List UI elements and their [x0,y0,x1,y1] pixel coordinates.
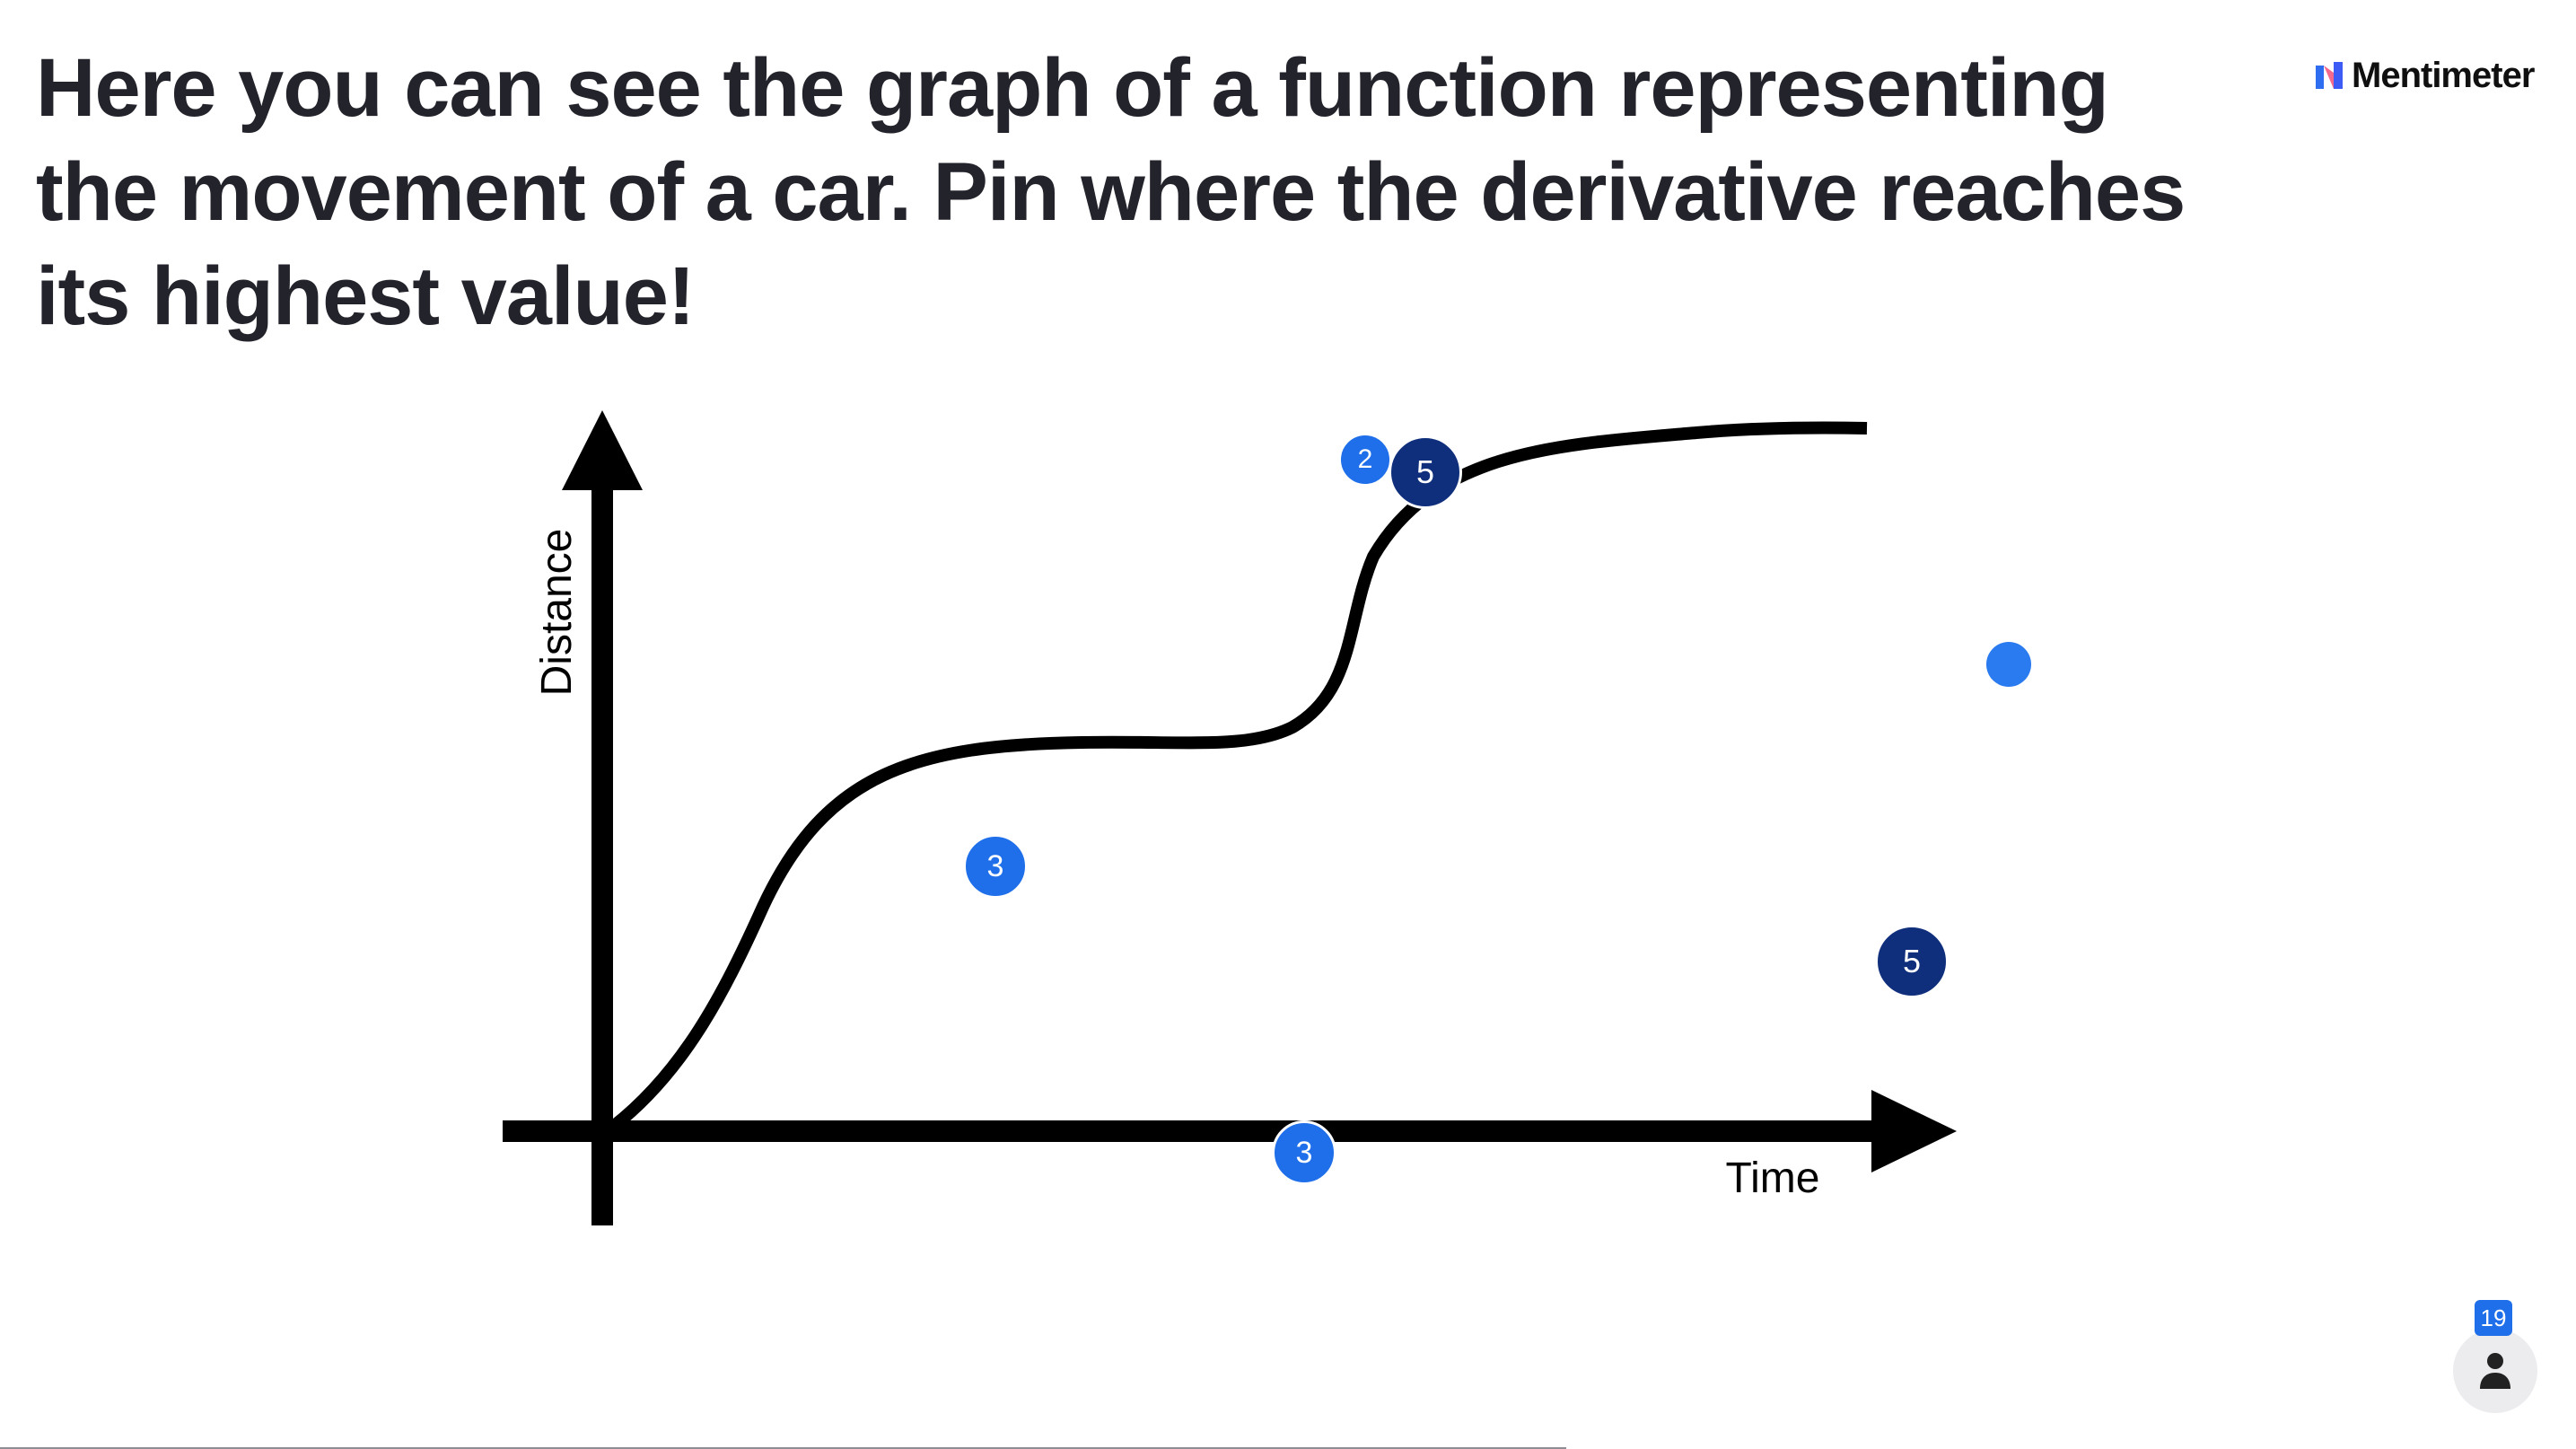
participants-button[interactable] [2453,1329,2537,1413]
mentimeter-logo-icon [2316,62,2343,89]
participant-count-badge: 19 [2475,1300,2512,1336]
distance-curve [609,421,1868,1132]
pin-cluster[interactable]: 3 [963,834,1028,899]
presentation-progress-bar [0,1447,1566,1449]
y-axis-line [591,485,613,1225]
x-axis-arrow [1871,1090,1957,1172]
x-axis-label: Time [1726,1155,1820,1202]
pin-cluster[interactable]: 2 [1338,433,1392,487]
x-axis-line [503,1120,1885,1142]
pin-cluster[interactable]: 5 [1389,435,1462,509]
brand-name: Mentimeter [2352,55,2535,95]
pin-single[interactable] [1986,642,2031,687]
pin-cluster[interactable]: 5 [1875,925,1949,998]
brand-logo: Mentimeter [2316,54,2535,97]
question-title: Here you can see the graph of a function… [36,42,2186,342]
y-axis-arrow [562,410,643,490]
pin-cluster[interactable]: 3 [1272,1120,1336,1185]
y-axis-label: Distance [533,529,581,697]
person-icon [2480,1353,2510,1389]
